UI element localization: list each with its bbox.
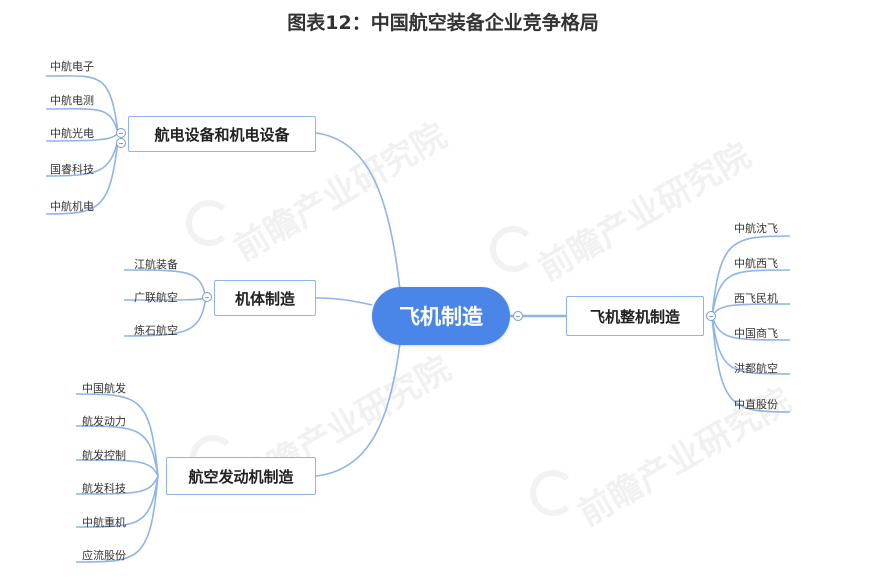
- leaf-wholecraft-5[interactable]: 洪都航空: [734, 362, 778, 375]
- link-center-avionics: [315, 132, 401, 291]
- branch-airframe[interactable]: 机体制造: [214, 280, 316, 316]
- leaf-avionics-3[interactable]: 中航光电: [50, 127, 94, 140]
- leaf-wholecraft-1[interactable]: 中航沈飞: [734, 222, 778, 235]
- collapse-toggle-avionics-2[interactable]: [116, 138, 126, 148]
- leaf-wholecraft-4[interactable]: 中国商飞: [734, 327, 778, 340]
- leaf-wholecraft-3[interactable]: 西飞民机: [734, 292, 778, 305]
- link-center-engine: [315, 342, 401, 477]
- center-node[interactable]: 飞机制造: [372, 287, 510, 345]
- collapse-toggle-wholecraft[interactable]: [706, 311, 716, 321]
- branch-avionics[interactable]: 航电设备和机电设备: [128, 116, 316, 152]
- leaf-avionics-2[interactable]: 中航电测: [50, 94, 94, 107]
- leaf-engine-6[interactable]: 应流股份: [82, 549, 126, 562]
- leaf-avionics-1[interactable]: 中航电子: [50, 60, 94, 73]
- link-center-airframe: [315, 297, 373, 306]
- leaf-airframe-2[interactable]: 广联航空: [134, 291, 178, 304]
- leaf-avionics-5[interactable]: 中航机电: [50, 200, 94, 213]
- leaf-engine-5[interactable]: 中航重机: [82, 516, 126, 529]
- collapse-toggle-center[interactable]: [513, 311, 523, 321]
- leaf-airframe-1[interactable]: 江航装备: [134, 258, 178, 271]
- leaf-airframe-3[interactable]: 炼石航空: [134, 324, 178, 337]
- leaf-engine-1[interactable]: 中国航发: [82, 382, 126, 395]
- collapse-toggle-airframe[interactable]: [202, 292, 212, 302]
- collapse-toggle-avionics[interactable]: [116, 128, 126, 138]
- branch-engine[interactable]: 航空发动机制造: [166, 457, 316, 495]
- leaf-engine-3[interactable]: 航发控制: [82, 449, 126, 462]
- leaf-wholecraft-2[interactable]: 中航西飞: [734, 257, 778, 270]
- page-title: 图表12：中国航空装备企业竞争格局: [287, 12, 599, 34]
- leaf-engine-4[interactable]: 航发科技: [82, 482, 126, 495]
- leaf-wholecraft-6[interactable]: 中直股份: [734, 398, 778, 411]
- leaf-avionics-4[interactable]: 国睿科技: [50, 163, 94, 176]
- branch-wholecraft[interactable]: 飞机整机制造: [566, 296, 704, 336]
- leaf-engine-2[interactable]: 航发动力: [82, 415, 126, 428]
